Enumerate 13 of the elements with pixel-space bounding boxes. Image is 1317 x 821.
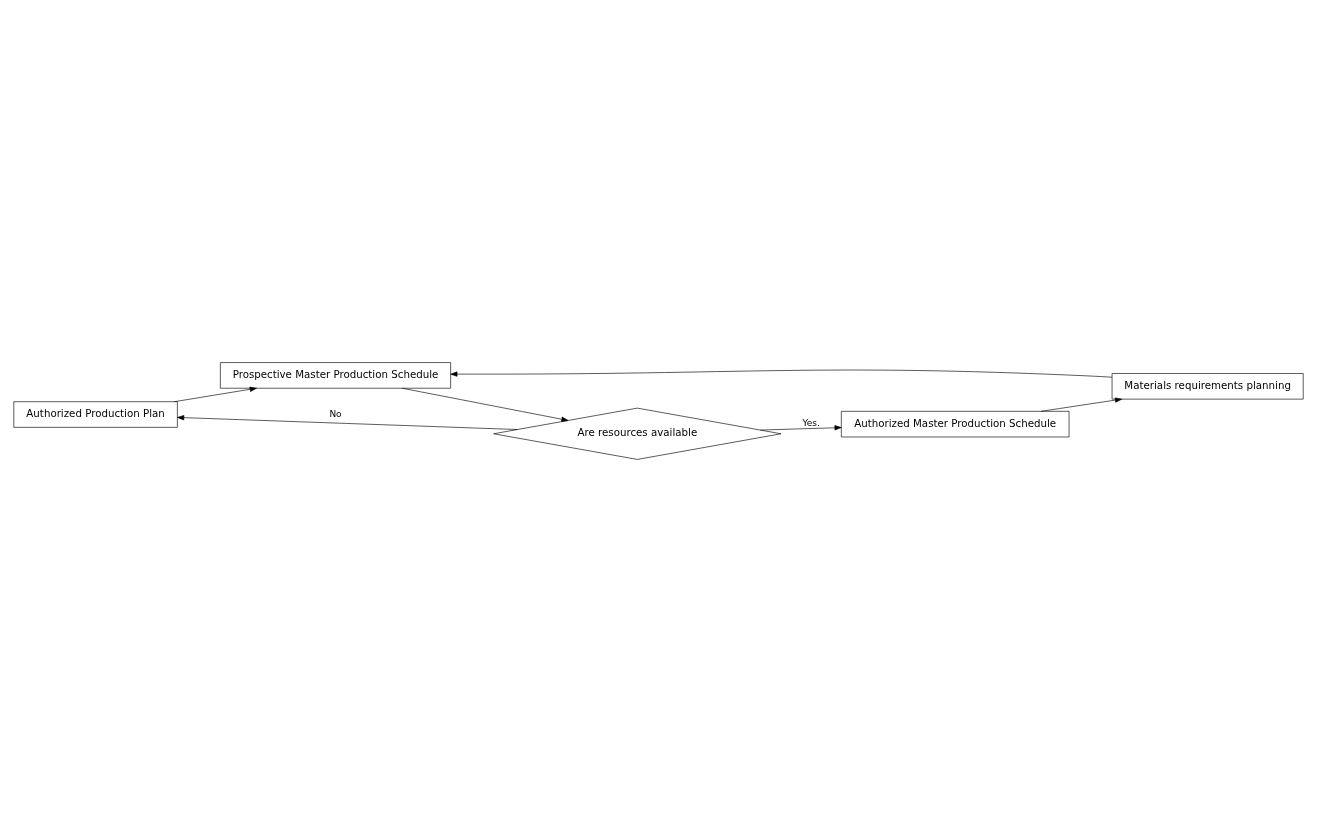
arrow bbox=[174, 386, 257, 402]
edge-label: No bbox=[329, 408, 342, 419]
node-diamond: Are resources available bbox=[493, 407, 782, 460]
node-box: Prospective Master Production Schedule bbox=[220, 361, 451, 389]
arrow bbox=[1040, 397, 1123, 412]
node-box: Authorized Production Plan bbox=[13, 400, 178, 428]
arrow bbox=[450, 369, 1113, 378]
node-box: Authorized Master Production Schedule bbox=[841, 410, 1070, 437]
arrow bbox=[401, 387, 569, 422]
edge-label: Yes. bbox=[802, 417, 820, 428]
node-box: Materials requirements planning bbox=[1111, 372, 1304, 399]
arrow bbox=[760, 424, 842, 430]
arrow bbox=[177, 414, 518, 430]
